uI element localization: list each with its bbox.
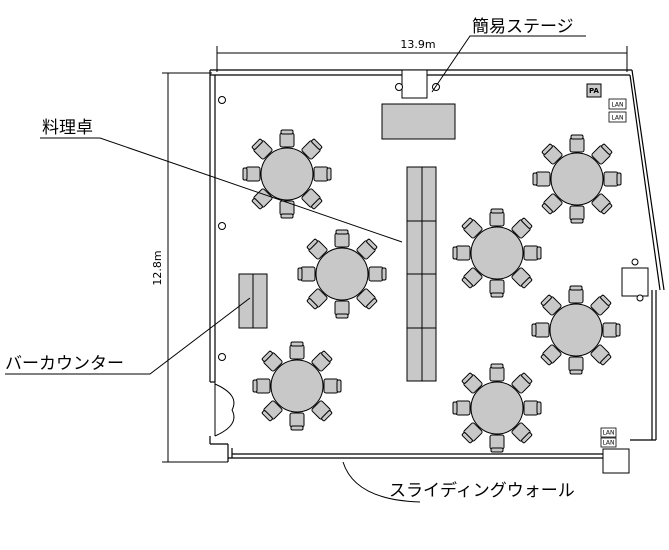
round-table-6	[531, 285, 621, 375]
chair	[511, 267, 533, 289]
chair	[251, 138, 273, 160]
chair	[603, 171, 622, 187]
cooking-table	[406, 166, 437, 382]
chair	[569, 134, 585, 153]
chair	[279, 200, 295, 219]
width-dimension	[216, 46, 628, 72]
chair	[279, 129, 295, 148]
round-table-5	[532, 134, 622, 224]
chair	[511, 217, 533, 239]
round-table-2	[297, 229, 387, 319]
chair	[289, 341, 305, 360]
chair	[306, 288, 328, 310]
table-top	[550, 152, 604, 206]
chair	[591, 143, 613, 165]
chair	[301, 188, 323, 210]
chair	[540, 294, 562, 316]
chair	[311, 350, 333, 372]
chair	[602, 322, 621, 338]
bar-counter	[238, 273, 268, 329]
chair	[311, 400, 333, 422]
chair	[334, 300, 350, 319]
lan-port-top: LAN LAN	[608, 98, 627, 123]
table-top	[549, 303, 603, 357]
sliding-wall-label: スライディングウォール	[389, 480, 575, 501]
stage-label: 簡易ステージ	[472, 17, 574, 37]
wall-fixtures	[218, 83, 440, 361]
chair	[334, 229, 350, 248]
chair	[568, 285, 584, 304]
door	[214, 382, 235, 437]
room-walls	[209, 69, 665, 462]
chair	[590, 344, 612, 366]
stage	[381, 103, 456, 140]
table-top	[470, 381, 524, 435]
lan-label-4: LAN	[602, 440, 614, 447]
height-dimension	[162, 72, 228, 463]
table-top	[260, 147, 314, 201]
lan-label-2: LAN	[611, 115, 623, 122]
chair	[523, 245, 542, 261]
chair	[461, 372, 483, 394]
table-top	[315, 247, 369, 301]
pa-label: PA	[589, 87, 599, 95]
chair	[531, 322, 550, 338]
chair	[511, 372, 533, 394]
chair	[368, 266, 387, 282]
round-table-7	[452, 363, 542, 453]
leader-lines	[5, 35, 586, 503]
chair	[461, 217, 483, 239]
table-top	[470, 226, 524, 280]
chair	[568, 356, 584, 375]
chair	[323, 378, 342, 394]
chair	[252, 378, 271, 394]
lan-label-1: LAN	[611, 102, 623, 109]
lan-label-3: LAN	[602, 430, 614, 437]
chair	[489, 363, 505, 382]
chair	[261, 400, 283, 422]
chair	[541, 193, 563, 215]
chair	[511, 422, 533, 444]
chair	[540, 344, 562, 366]
lan-port-bottom: LAN LAN	[600, 427, 630, 474]
chair	[452, 245, 471, 261]
cooking-table-label: 料理卓	[42, 118, 93, 138]
round-table-4	[452, 208, 542, 298]
chair	[301, 138, 323, 160]
chair	[541, 143, 563, 165]
bar-counter-label: バーカウンター	[5, 354, 124, 374]
chair	[261, 350, 283, 372]
chair	[569, 205, 585, 224]
round-table-1	[242, 129, 332, 219]
round-table-3	[252, 341, 342, 431]
chair	[590, 294, 612, 316]
side-equipment-box	[621, 258, 649, 302]
chair	[313, 166, 332, 182]
chair	[251, 188, 273, 210]
chair	[523, 400, 542, 416]
chair	[532, 171, 551, 187]
chair	[461, 267, 483, 289]
pa-box: PA	[586, 83, 602, 98]
chair	[356, 288, 378, 310]
chair	[289, 412, 305, 431]
round-tables	[242, 129, 622, 453]
table-top	[270, 359, 324, 413]
chair	[242, 166, 261, 182]
chair	[306, 238, 328, 260]
pillar	[401, 69, 428, 99]
chair	[591, 193, 613, 215]
chair	[489, 434, 505, 453]
chair	[489, 208, 505, 227]
chair	[356, 238, 378, 260]
chair	[489, 279, 505, 298]
width-dimension-label: 13.9m	[400, 38, 435, 51]
height-dimension-label: 12.8m	[151, 250, 164, 285]
chair	[461, 422, 483, 444]
chair	[297, 266, 316, 282]
chair	[452, 400, 471, 416]
